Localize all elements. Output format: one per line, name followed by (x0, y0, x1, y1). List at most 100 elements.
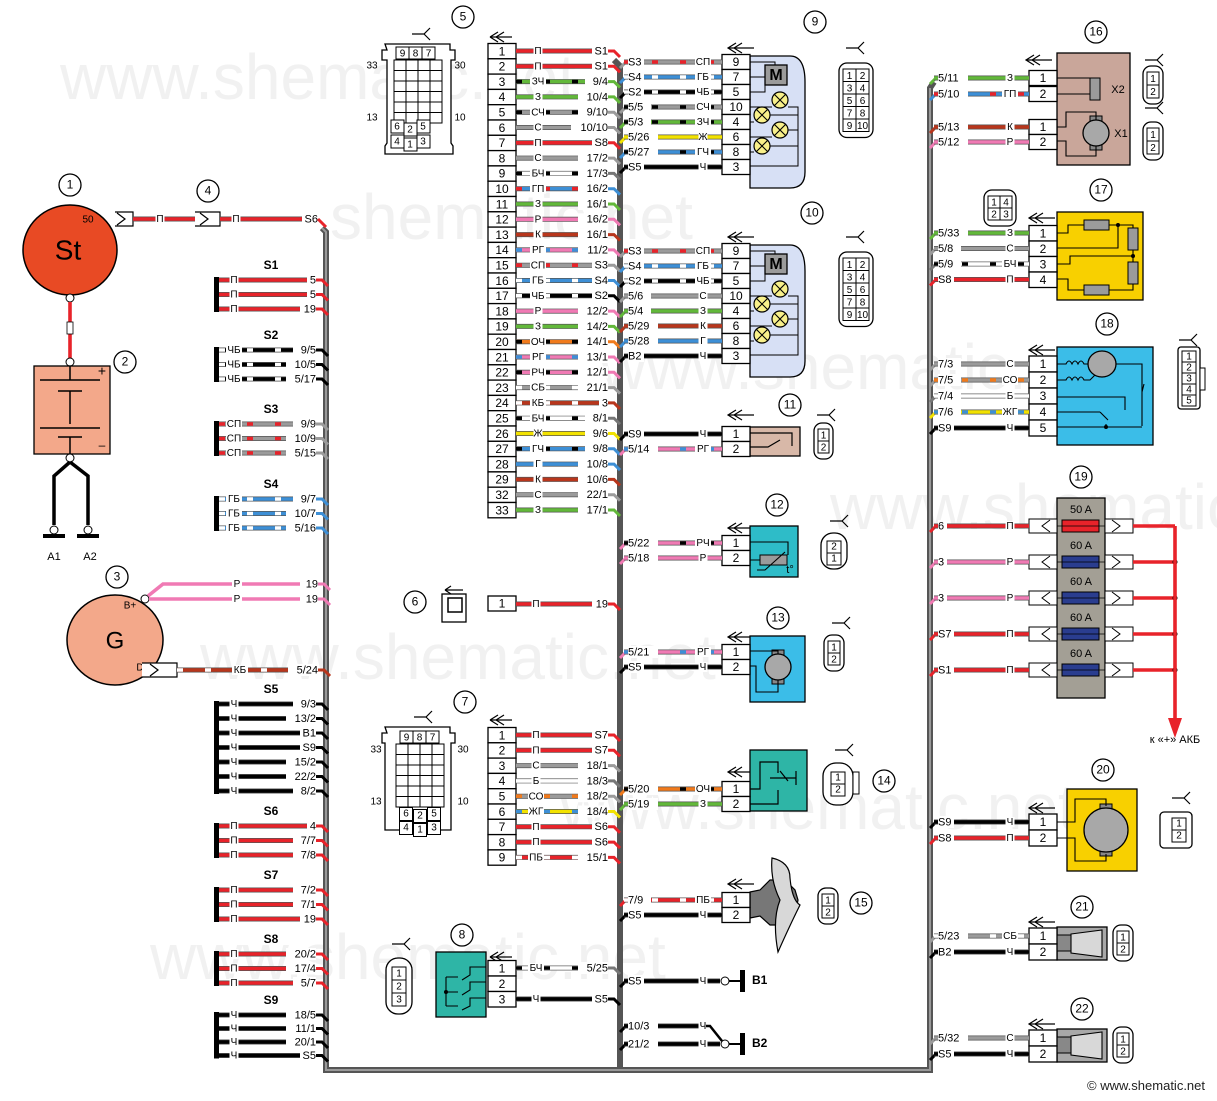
wire-color-code: П (532, 745, 539, 756)
connector-latch (852, 771, 860, 795)
wire-color-code: П (534, 61, 541, 72)
connector-fork-icon (392, 937, 411, 951)
horn-driver-icon (1056, 934, 1072, 952)
connector-5-pin: 22 (487, 364, 517, 381)
device-13-pin: 1 (721, 643, 751, 661)
wire-code-bg (530, 397, 546, 408)
wire-color-code: ЧБ (227, 345, 241, 356)
wire-end-bg (286, 770, 316, 783)
pin-number: 2 (1040, 1047, 1047, 1061)
wire-color-code: К (700, 321, 706, 332)
wire-color-code: Г (700, 336, 706, 347)
pin-number: 1 (499, 44, 506, 58)
wire-color-code: СЧ (531, 107, 545, 118)
wire-destination: 16/1 (587, 198, 608, 210)
wire-destination: 7/2 (301, 884, 316, 896)
wire-destination: 8/2 (301, 785, 316, 797)
connector-cavity (419, 754, 433, 766)
wire-code-bg (530, 183, 546, 194)
device-20-connector-face: 12 (1159, 811, 1193, 849)
connector-cavity (405, 112, 419, 124)
wire-color-code: РГ (697, 647, 710, 658)
cavity-number: 6 (860, 285, 866, 296)
wire-destination: S7 (938, 628, 951, 640)
wire-destination: 20/2 (295, 948, 316, 960)
wire-color-code: Р (700, 553, 707, 564)
bundle-lead (318, 582, 332, 592)
cavity-number: 8 (860, 108, 866, 119)
bundle-lead (608, 997, 622, 1007)
wire-end-bg (592, 820, 608, 833)
bundle-lead (608, 156, 622, 166)
wire-color-code: Р (234, 594, 241, 605)
lamp-icon (753, 295, 771, 313)
number-text: 4 (205, 184, 212, 198)
connector-5-pin: 8 (487, 149, 517, 167)
connector-cavity (417, 70, 431, 82)
number-circle (451, 5, 475, 29)
wire-destination: 22/2 (295, 771, 316, 783)
wire-destination: 7/1 (301, 899, 316, 911)
cavity-number: 2 (860, 71, 866, 82)
cavity-number: 8 (413, 49, 419, 60)
number-circle (765, 493, 789, 517)
ground-b1-label: B1 (752, 973, 768, 987)
connector-symbol (726, 42, 754, 54)
terminal (720, 976, 730, 986)
wire-code-bg (533, 46, 543, 56)
device-wire: СО7/5 (934, 374, 1029, 386)
splice-s2: S2 (214, 328, 279, 382)
pin-number: 2 (1040, 831, 1047, 845)
wire-code-bg (1005, 274, 1015, 285)
wire-color-code: РГ (532, 245, 545, 256)
wire-color-code: П (532, 822, 539, 833)
fuse-plug-arrow (1111, 627, 1121, 641)
wire-destination: 18/1 (587, 760, 608, 772)
bundle-lead (608, 810, 622, 819)
wire-destination: 5/29 (628, 320, 649, 332)
wire-end-bg (578, 504, 608, 516)
wire-end-bg (288, 664, 318, 676)
wire-code-bg (695, 276, 711, 286)
bundle-lead (316, 789, 330, 799)
wire-end-bg (628, 350, 644, 362)
connector-symbol (726, 409, 754, 421)
wire-destination: 17/2 (587, 153, 608, 165)
connector-symbol (489, 714, 512, 726)
number-text: 1 (67, 178, 74, 192)
number-text: 13 (771, 611, 785, 625)
wire-code-bg (530, 413, 546, 424)
wire-end-bg (592, 60, 608, 73)
pin-number: 5 (499, 790, 506, 804)
wire-destination: S5 (628, 661, 641, 673)
component-8-number: 8 (450, 923, 474, 947)
wire-end-bg (592, 993, 608, 1005)
wire-end-bg (300, 741, 316, 754)
pin-number: 2 (733, 660, 740, 674)
number-circle (105, 565, 129, 589)
device-14-pin: 1 (721, 780, 751, 798)
pin-number: 5 (733, 85, 740, 99)
wire-end-bg (938, 1032, 968, 1044)
connector-arrow (1027, 344, 1055, 356)
wire-color-code: З (535, 92, 541, 103)
connector-5-pin: 2 (487, 58, 517, 75)
wire-code-bg (229, 275, 239, 285)
number-text: 10 (805, 206, 819, 220)
wire-destination: 20/1 (295, 1036, 316, 1048)
device-wire: Р5/18 (624, 552, 722, 564)
wire-destination: 10/6 (587, 474, 608, 486)
wire-code-bg (1005, 359, 1015, 369)
splice-bar (214, 887, 219, 922)
headlight-10-pin: 4 (721, 302, 751, 320)
wire-end-bg (578, 458, 608, 471)
pin-number: 32 (495, 488, 509, 502)
